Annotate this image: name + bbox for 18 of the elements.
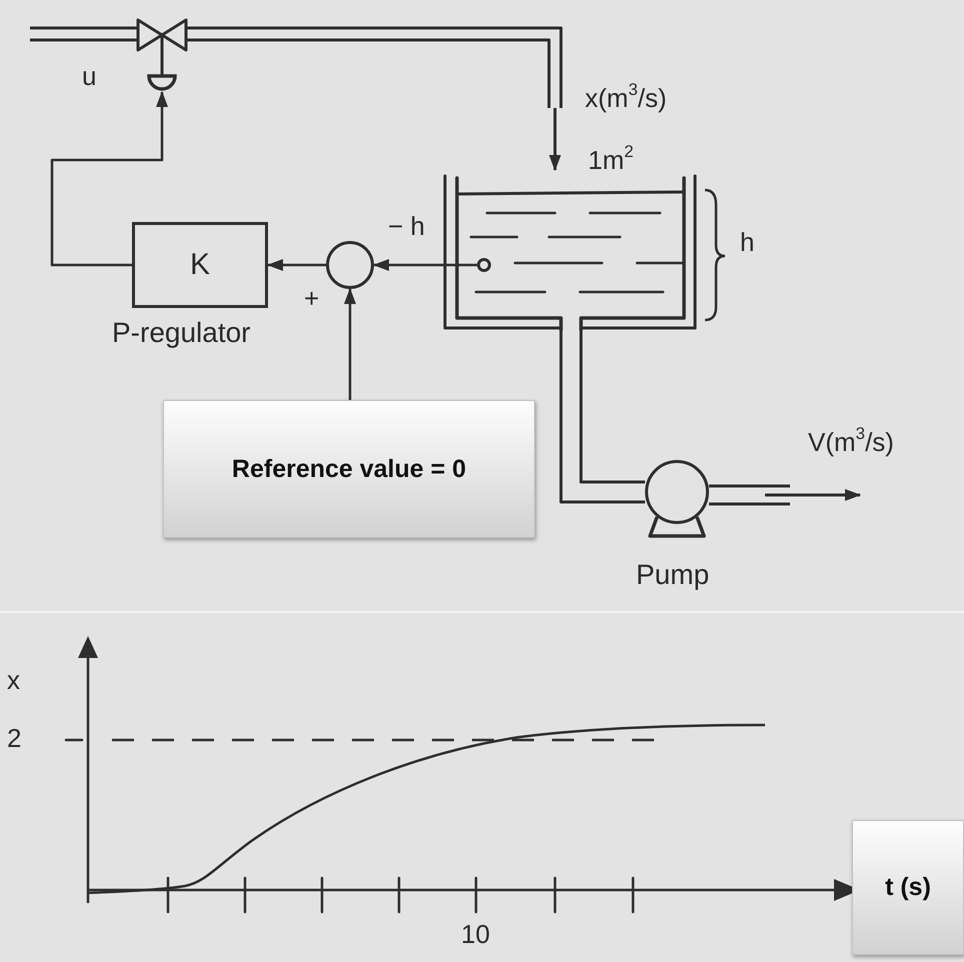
level-label: h <box>740 228 754 257</box>
outflow-arrow <box>708 484 862 506</box>
axis-label: x <box>7 666 20 695</box>
feedback-arrow <box>373 259 477 271</box>
inflow-arrow <box>186 26 562 172</box>
outlet-pipe <box>560 328 646 504</box>
tick-label: 10 <box>461 920 490 949</box>
control-signal-arrow <box>50 91 168 266</box>
block-caption: P-regulator <box>112 318 251 349</box>
axis-title-panel: t (s) <box>852 820 964 955</box>
error-arrow <box>267 259 326 271</box>
pump-caption: Pump <box>636 560 710 591</box>
gain-block: K <box>132 222 268 308</box>
area-label: 1m$^{2}$ <box>588 146 634 175</box>
reference-panel: Reference value = 0 <box>163 400 535 538</box>
signal-label: u <box>82 62 96 91</box>
tick-label: 2 <box>7 724 22 753</box>
setpoint-arrow <box>344 288 356 400</box>
